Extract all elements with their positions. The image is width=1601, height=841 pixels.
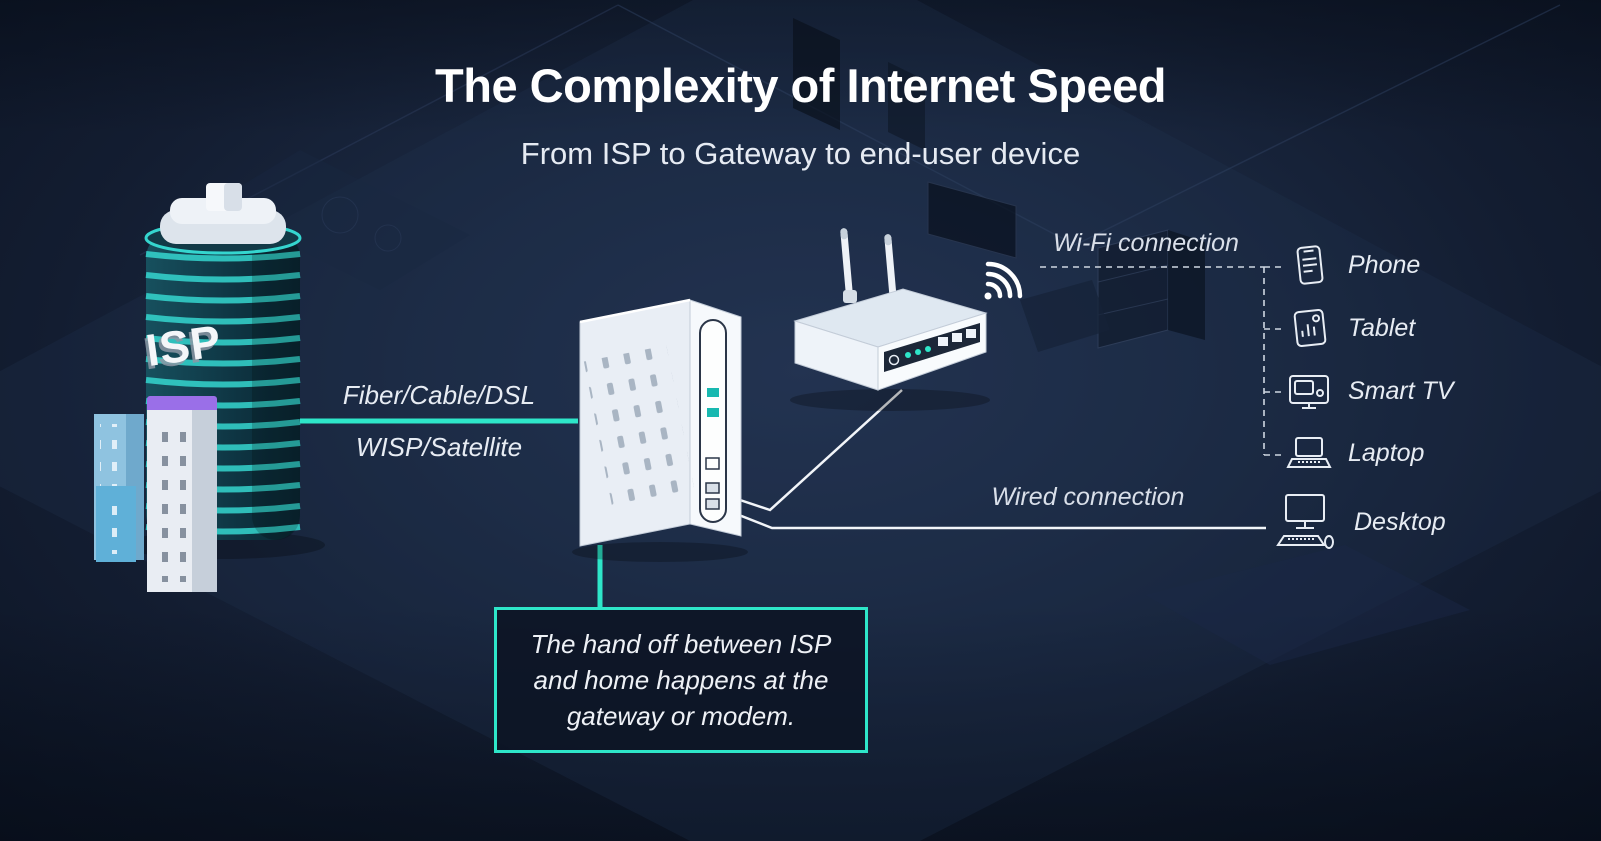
sofa-shape [1020,280,1110,352]
modem-port [705,457,720,470]
router-port [966,329,976,338]
kitchen-counter-shape [210,150,470,290]
wifi-dashed-line [1040,266,1286,456]
router-led [905,352,911,358]
page-title: The Complexity of Internet Speed [435,59,1166,112]
device-item-smart-tv: Smart TV [1286,369,1454,413]
device-item-tablet: Tablet [1288,306,1415,350]
wifi-signal-icon [984,261,1023,300]
device-label: Smart TV [1348,376,1454,405]
city-buildings [94,396,217,592]
wisp-satellite-label: WISP/Satellite [355,432,523,462]
wired-connection-label: Wired connection [991,483,1185,511]
router-port [952,333,962,342]
modem-status-panel [699,319,727,523]
device-label: Tablet [1348,313,1416,342]
bed-shape [1145,545,1470,665]
building-purple-top [147,396,217,592]
isp-building-label: ISP [142,314,225,377]
phone-icon [1296,245,1324,285]
tablet-icon [1293,309,1327,347]
isp-building [121,183,325,559]
router-antenna [840,228,857,303]
page-subtitle: From ISP to Gateway to end-user device [520,136,1081,171]
smart-tv-icon [1289,375,1329,409]
modem-port [705,482,720,494]
modem-gateway [572,298,748,562]
laptop-icon [1286,437,1332,468]
device-item-laptop: Laptop [1284,431,1424,475]
fiber-cable-dsl-label: Fiber/Cable/DSL [342,380,536,410]
desktop-icon [1276,494,1334,549]
wifi-router [790,228,990,411]
gateway-callout-box: The hand off between ISP and home happen… [494,607,868,753]
router-port [938,337,948,346]
wifi-connection-label: Wi-Fi connection [1053,229,1239,257]
building-blue-small [96,486,136,562]
device-label: Phone [1348,250,1421,279]
modem-led [707,388,719,397]
router-led [915,349,921,355]
device-item-phone: Phone [1288,243,1420,287]
wall-tv-shape [927,181,1017,259]
doorway-shape [793,18,840,130]
modem-vents [583,345,697,517]
gateway-callout-text: The hand off between ISP and home happen… [530,629,832,731]
power-icon [888,354,900,366]
device-item-desktop: Desktop [1272,490,1446,554]
router-led [925,346,931,352]
modem-led [707,408,719,417]
device-label: Laptop [1348,438,1425,467]
modem-port [705,498,720,510]
tower-rooftop [160,183,286,244]
device-label: Desktop [1354,507,1446,536]
